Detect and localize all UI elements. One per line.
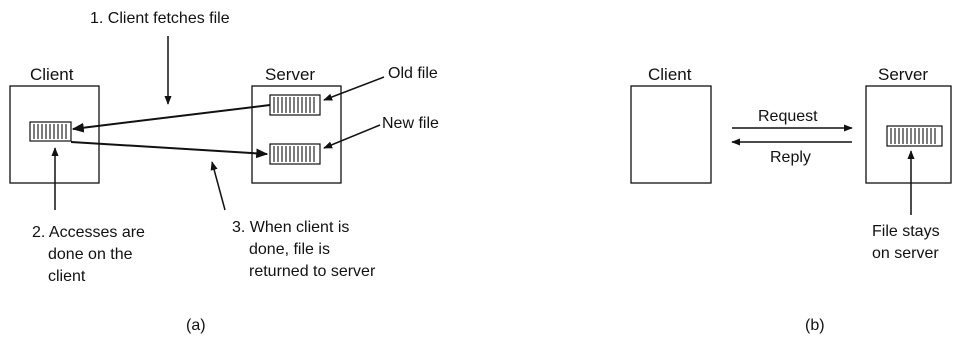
fetch-arrow bbox=[71, 104, 271, 133]
file-stays-line-2: on server bbox=[872, 245, 939, 262]
old-file-pointer bbox=[323, 76, 385, 101]
new-file-pointer bbox=[323, 124, 381, 149]
file-stays-line-1: File stays bbox=[872, 223, 940, 240]
step3-arrow bbox=[210, 161, 226, 211]
old-file-icon bbox=[269, 94, 321, 116]
old-file-label: Old file bbox=[388, 65, 438, 82]
step2-line-2: done on the bbox=[48, 246, 133, 263]
step3-label: 3. When client is done, file is returned… bbox=[232, 219, 376, 280]
panel-b: Client Server Request Reply File stays o… bbox=[630, 65, 952, 334]
step3-line-2: done, file is bbox=[249, 241, 330, 258]
server-a-label: Server bbox=[265, 65, 315, 84]
step2-line-1: 2. Accesses are bbox=[32, 224, 145, 241]
step2-line-3: client bbox=[48, 268, 86, 285]
reply-label: Reply bbox=[770, 149, 811, 166]
server-b-label: Server bbox=[878, 65, 928, 84]
step1-label: 1. Client fetches file bbox=[90, 10, 230, 27]
client-file-icon bbox=[29, 121, 72, 142]
new-file-label: New file bbox=[382, 115, 439, 132]
caption-a: (a) bbox=[186, 317, 206, 334]
step2-label: 2. Accesses are done on the client bbox=[32, 224, 149, 285]
step3-line-1: 3. When client is bbox=[232, 219, 349, 236]
client-a-label: Client bbox=[30, 65, 74, 84]
client-box-b bbox=[630, 85, 712, 184]
server-file-icon bbox=[886, 125, 943, 147]
client-b-label: Client bbox=[648, 65, 692, 84]
file-stays-label: File stays on server bbox=[872, 223, 944, 262]
caption-b: (b) bbox=[805, 317, 825, 334]
panel-a: 1. Client fetches file Client Server bbox=[9, 10, 439, 334]
step3-line-3: returned to server bbox=[249, 263, 376, 280]
new-file-icon bbox=[269, 143, 321, 165]
request-label: Request bbox=[758, 108, 818, 125]
return-arrow bbox=[70, 141, 269, 159]
